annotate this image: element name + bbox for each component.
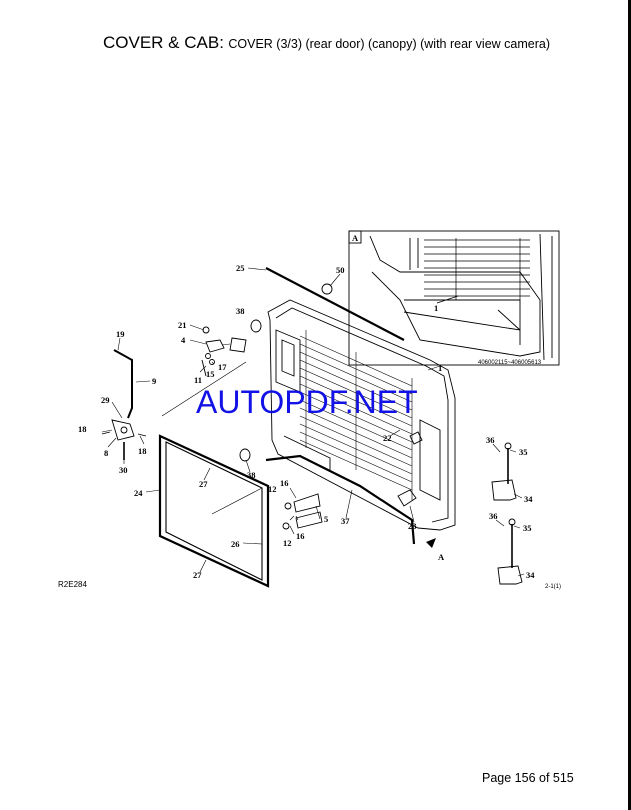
- callout-8: 8: [104, 448, 108, 458]
- callout-38-lower: 38: [247, 470, 256, 480]
- detail-part-range: 406002115~406005613: [478, 360, 542, 366]
- callout-30: 30: [119, 465, 128, 475]
- callout-38-upper: 38: [236, 306, 245, 316]
- callout-12-lower: 12: [283, 538, 292, 548]
- callout-11: 11: [194, 375, 202, 385]
- callout-9: 9: [152, 376, 156, 386]
- callout-27-lower: 27: [193, 570, 202, 580]
- bumper-50: [321, 283, 333, 295]
- hinge-34-upper: [491, 479, 517, 501]
- callout-29: 29: [101, 395, 110, 405]
- detail-a-panel: [369, 233, 553, 361]
- latch-bracket: [111, 419, 135, 441]
- callout-15: 15: [206, 369, 215, 379]
- callout-36-upper: 36: [486, 435, 495, 445]
- view-arrow-label: A: [438, 552, 445, 562]
- callout-4: 4: [181, 335, 186, 345]
- callout-50: 50: [336, 265, 345, 275]
- handle-rod-19: [113, 349, 133, 419]
- window-glass: [165, 441, 263, 581]
- callout-5: 5: [324, 514, 328, 524]
- callout-25: 25: [236, 263, 245, 273]
- watermark-text: AUTOPDF.NET: [196, 384, 418, 420]
- window-glass-frame: [158, 434, 270, 588]
- callout-22: 22: [383, 433, 392, 443]
- detail-a-label: A: [352, 233, 359, 243]
- callout-35-lower: 35: [523, 523, 532, 533]
- page-number: Page 156 of 515: [482, 771, 574, 785]
- title-subsection: COVER (3/3) (rear door) (canopy) (with r…: [228, 37, 550, 51]
- rear-door-assembly: [267, 299, 456, 531]
- page-title: COVER & CAB: COVER (3/3) (rear door) (ca…: [103, 33, 550, 53]
- hinge-34-lower: [497, 565, 523, 585]
- lower-seal-37: [265, 454, 416, 545]
- callout-18-left: 18: [78, 424, 87, 434]
- title-section: COVER & CAB:: [103, 33, 224, 52]
- detail-a-frame: [348, 230, 560, 366]
- callout-17: 17: [218, 362, 227, 372]
- callout-1: 1: [438, 363, 442, 373]
- knob-38-upper: [250, 319, 262, 333]
- callout-12-upper: 12: [268, 484, 277, 494]
- callout-18-right: 18: [138, 446, 147, 456]
- callout-19: 19: [116, 329, 125, 339]
- callout-16-lower: 16: [296, 531, 305, 541]
- callout-35-upper: 35: [519, 447, 528, 457]
- detail-a-tag: [348, 230, 362, 244]
- callout-16-upper: 16: [280, 478, 289, 488]
- callout-37: 37: [341, 516, 350, 526]
- detail-leader-1: [436, 295, 459, 304]
- knob-38-lower: [239, 448, 251, 462]
- callout-26: 26: [231, 539, 240, 549]
- callout-21: 21: [178, 320, 187, 330]
- drawing-code: R2E284: [58, 580, 87, 589]
- weather-strip-rod: [265, 267, 405, 341]
- view-arrow: [426, 538, 436, 548]
- page-frame-edge: [628, 0, 631, 810]
- callout-34-lower: 34: [526, 570, 535, 580]
- callout-1-detail: 1: [434, 303, 438, 313]
- callout-36-lower: 36: [489, 511, 498, 521]
- callout-23: 23: [408, 521, 417, 531]
- revision-mark: 2-1(1): [545, 584, 561, 590]
- callout-34-upper: 34: [524, 494, 533, 504]
- callout-24: 24: [134, 488, 143, 498]
- callout-27-upper: 27: [199, 479, 208, 489]
